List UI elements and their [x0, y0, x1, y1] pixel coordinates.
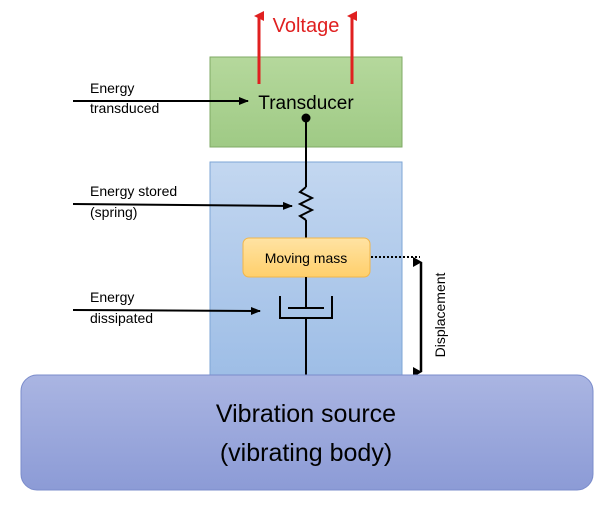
energy-stored-arrow	[72, 201, 293, 210]
damper-icon	[279, 296, 333, 376]
energy-dissipated-line2: dissipated	[90, 310, 153, 326]
transducer-label: Transducer	[258, 93, 354, 114]
vibration-source-line1: Vibration source	[216, 400, 396, 428]
moving-mass-label: Moving mass	[265, 250, 347, 266]
voltage-label: Voltage	[273, 15, 340, 37]
energy-transduced-line1: Energy	[90, 80, 134, 96]
energy-stored-line1: Energy stored	[90, 183, 177, 199]
vibration-source-line2: (vibrating body)	[220, 439, 392, 467]
displacement-label: Displacement	[432, 272, 448, 357]
energy-transduced-line2: transduced	[90, 100, 159, 116]
energy-dissipated-line1: Energy	[90, 289, 134, 305]
spring-icon	[297, 186, 315, 221]
energy-stored-line2: (spring)	[90, 204, 137, 220]
vibration-source-box	[20, 374, 594, 491]
energy-dissipated-arrow	[72, 306, 261, 315]
